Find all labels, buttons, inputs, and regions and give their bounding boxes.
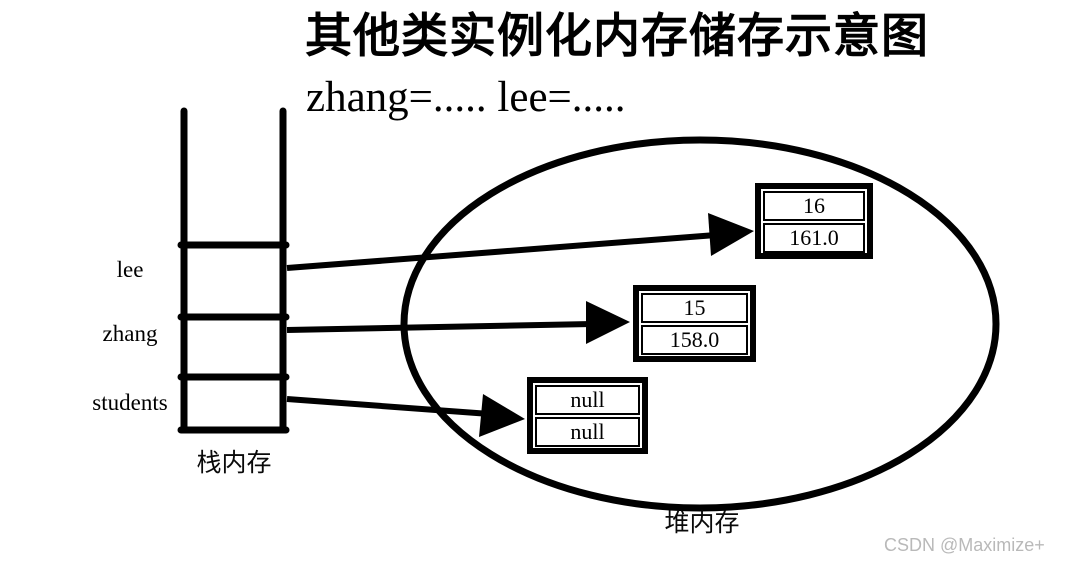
diagram-title: 其他类实例化内存储存示意图 [305,9,929,62]
heap-field-age: 15 [641,293,748,323]
stack-slot-label-zhang: zhang [102,321,158,346]
heap-ellipse [400,136,1000,512]
zhang-arrow [286,301,630,344]
stack-memory-label: 栈内存 [196,450,272,477]
heap-field-age: 16 [763,191,865,221]
heap-object-zhang: 15 158.0 [633,285,756,362]
stack-slot-label-lee: lee [116,257,144,282]
heap-field-null-2: null [535,417,640,447]
heap-field-null-1: null [535,385,640,415]
csdn-watermark: CSDN @Maximize+ [884,535,1045,555]
stack-slot-label-students: students [92,390,168,415]
diagram-subtitle: zhang=..... lee=..... [306,74,626,121]
students-arrow [286,394,525,437]
heap-field-height: 161.0 [763,223,865,253]
heap-field-height: 158.0 [641,325,748,355]
stack-outline [177,107,290,434]
lee-arrow [286,213,754,271]
heap-memory-label: 堆内存 [664,510,740,537]
heap-object-students: null null [527,377,648,454]
heap-object-lee: 16 161.0 [755,183,873,259]
